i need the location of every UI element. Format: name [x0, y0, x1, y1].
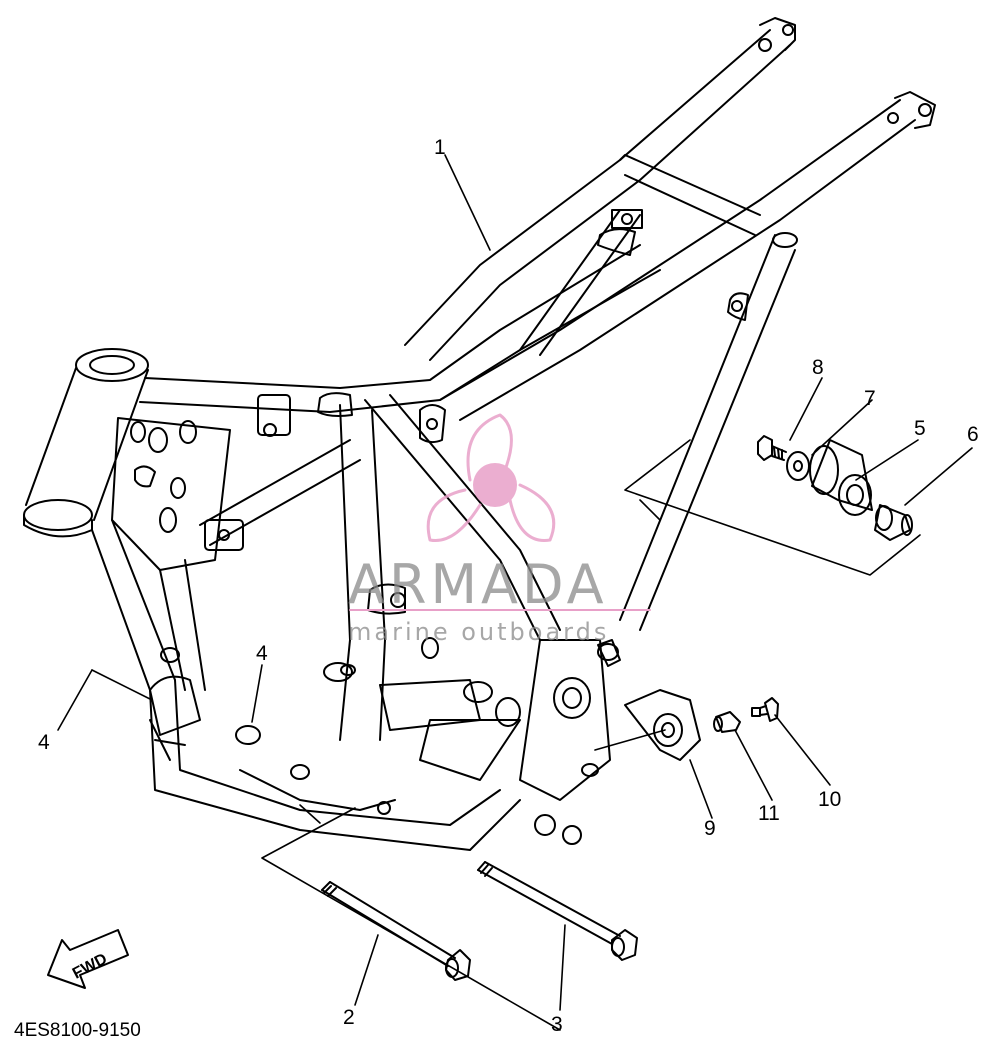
callout-6: 6 [967, 423, 979, 446]
watermark-tagline: marine outboards [348, 618, 610, 646]
bolt-8 [757, 435, 787, 461]
bushing-5 [809, 439, 873, 516]
nut-11 [713, 711, 741, 733]
watermark-brand: ARMADA [348, 553, 608, 616]
rear-cross-member [597, 154, 761, 256]
front-down-tubes [91, 439, 361, 691]
callout-3: 3 [551, 1013, 563, 1036]
main-top-tube [139, 244, 661, 413]
head-gusset [111, 417, 231, 571]
callout-10: 10 [818, 788, 842, 811]
lower-left-bracket [149, 647, 201, 736]
rear-down-tube [619, 232, 798, 631]
bracket-9 [624, 689, 701, 761]
engine-cradle [235, 637, 521, 781]
callout-1: 1 [434, 136, 446, 159]
callout-5: 5 [914, 417, 926, 440]
callout-4: 4 [38, 731, 50, 754]
seat-rail-right [439, 91, 936, 421]
callout-2: 2 [343, 1006, 355, 1029]
subframe-brace [519, 209, 641, 356]
seat-rail-left [404, 17, 796, 361]
callout-9: 9 [704, 817, 716, 840]
head-pipe [23, 348, 149, 538]
callout-4b: 4 [256, 642, 268, 665]
swingarm-pivot [519, 639, 621, 845]
callout-8: 8 [812, 356, 824, 379]
callout-11: 11 [758, 802, 780, 825]
callout-7: 7 [864, 387, 876, 410]
bottom-cradle [149, 679, 521, 851]
armada-logo-icon [426, 413, 556, 543]
washer-7 [786, 451, 810, 481]
bolt-3 [477, 861, 638, 961]
collar-6 [874, 504, 913, 541]
center-spine [257, 392, 561, 741]
leader-lines [57, 154, 973, 1031]
part-code: 4ES8100-9150 [14, 1020, 141, 1041]
bolt-10 [751, 697, 779, 722]
fwd-arrow-icon [47, 929, 129, 989]
